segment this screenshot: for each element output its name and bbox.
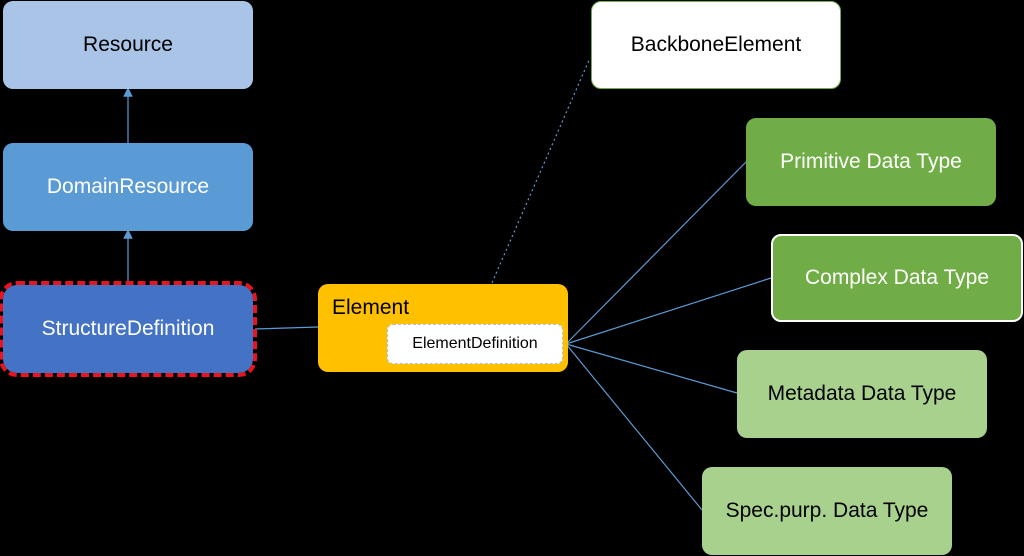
element-definition-node: ElementDefinition — [387, 324, 563, 364]
domain-resource-label: DomainResource — [46, 175, 210, 198]
structure-definition-node: StructureDefinition — [0, 281, 257, 377]
resource-label: Resource — [83, 33, 173, 56]
primitive-data-type-label: Primitive Data Type — [780, 150, 962, 173]
metadata-data-type-node: Metadata Data Type — [737, 350, 987, 438]
primitive-data-type-node: Primitive Data Type — [746, 118, 996, 206]
metadata-data-type-label: Metadata Data Type — [767, 382, 957, 405]
backbone-element-node: BackboneElement — [591, 1, 841, 89]
element-node: Element ElementDefinition — [318, 284, 568, 372]
link-elementdefinition-metadata — [565, 343, 738, 394]
link-elementdefinition-backbone — [473, 57, 591, 325]
link-structuredefinition-element — [254, 326, 319, 330]
structure-definition-label: StructureDefinition — [41, 317, 215, 340]
spec-purp-data-type-label: Spec.purp. Data Type — [725, 499, 929, 522]
spec-purp-data-type-node: Spec.purp. Data Type — [702, 467, 952, 555]
domain-resource-node: DomainResource — [3, 143, 253, 231]
resource-node: Resource — [3, 1, 253, 89]
backbone-element-label: BackboneElement — [630, 33, 802, 56]
link-elementdefinition-primitive — [565, 161, 747, 345]
complex-data-type-label: Complex Data Type — [804, 266, 990, 289]
element-definition-label: ElementDefinition — [412, 335, 538, 352]
link-elementdefinition-complex — [565, 277, 772, 345]
link-elementdefinition-specpurp — [565, 343, 703, 511]
element-label: Element — [332, 296, 410, 319]
complex-data-type-node: Complex Data Type — [771, 234, 1023, 322]
